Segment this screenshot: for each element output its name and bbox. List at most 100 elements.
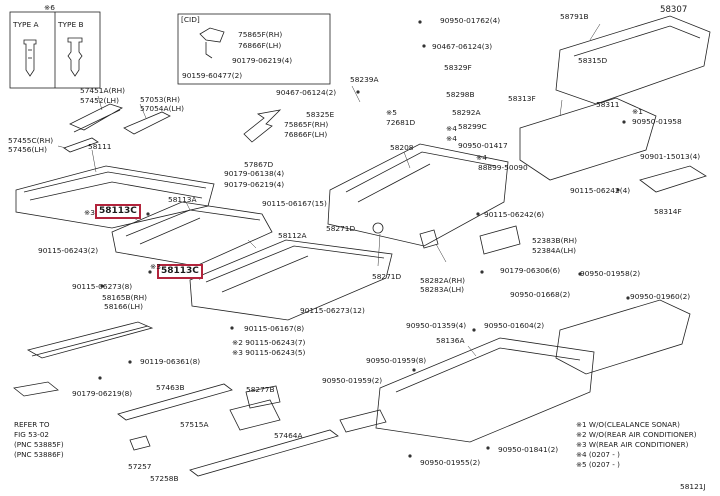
part-label: 58112A: [278, 231, 307, 240]
bracket-57257: [129, 435, 151, 451]
part-label: ※4: [446, 134, 457, 143]
tunnel-58113a: [111, 201, 273, 267]
part-label: 90179-06219(8): [72, 389, 133, 398]
part-label: 76866F(LH): [284, 130, 328, 139]
callout-58113c-lower[interactable]: 58113C: [157, 264, 203, 279]
part-label: 52384A(LH): [532, 246, 577, 255]
part-label: 90950-01359(4): [406, 321, 467, 330]
bolt-icon: [476, 212, 480, 216]
bolt-icon: [486, 446, 490, 450]
bolt-icon: [356, 90, 360, 94]
bolt-icon: [230, 326, 234, 330]
part-label: 90950-01604(2): [484, 321, 545, 330]
refer-part-icon: [13, 381, 59, 397]
bolt-icon: [422, 44, 426, 48]
part-label: 90115-06273(8): [72, 282, 133, 291]
part-label: 90950-01960(2): [630, 292, 691, 301]
rail-57053: [123, 111, 171, 135]
floor-right-lower: [555, 299, 691, 375]
part-label: 58283A(LH): [420, 285, 465, 294]
part-label: ※5: [386, 108, 397, 117]
part-label: 58314F: [654, 207, 682, 216]
part-label: 57258B: [150, 474, 179, 483]
part-label: 90179-06138(4): [224, 169, 285, 178]
part-label: 57463B: [156, 383, 185, 392]
refer-line-3: (PNC 53885F): [14, 440, 64, 449]
sill-57464a: [189, 429, 339, 477]
part-label: 58277B: [246, 385, 275, 394]
rear-floor-lower-58136a: [375, 337, 595, 443]
bolt-icon: [146, 212, 150, 216]
clip-type-a-icon: [23, 39, 37, 77]
part-label: 75865F(RH): [284, 120, 329, 129]
part-label: ※1: [632, 107, 643, 116]
part-label: 57456(LH): [8, 145, 47, 154]
part-label: 57464A: [274, 431, 303, 440]
center-floor-58112a: [189, 239, 393, 321]
part-label: 90950-01955(2): [420, 458, 481, 467]
footnote-4: ※4 (0207 - ): [576, 450, 620, 459]
part-label: 57451A(RH): [80, 86, 126, 95]
bracket-57515a: [229, 399, 281, 431]
spare-pan-58311: [519, 97, 657, 181]
part-label: 90115-06242(6): [484, 210, 545, 219]
part-label: 90950-01959(8): [366, 356, 427, 365]
footnote-2: ※2 W/O(REAR AIR CONDITIONER): [576, 430, 697, 439]
cid-part-1: 75865F(RH): [238, 30, 283, 39]
footnote-3: ※3 W(REAR AIR CONDITIONER): [576, 440, 689, 449]
part-label: 58325E: [306, 110, 335, 119]
part-label: 90950-01958: [632, 117, 682, 126]
cid-part-3: 90179-06219(4): [232, 56, 293, 65]
part-label: 58208: [390, 143, 414, 152]
inset-box-cid: [177, 13, 331, 85]
footnote-5: ※5 (0207 - ): [576, 460, 620, 469]
inset-note-mark: ※6: [44, 3, 55, 12]
part-label: 52383B(RH): [532, 236, 578, 245]
part-label: 90179-06219(4): [224, 180, 285, 189]
part-label: 58299C: [458, 122, 487, 131]
part-label: 90115-06167(8): [244, 324, 305, 333]
part-label: ※2 90115-06243(7): [232, 338, 306, 347]
part-label: 58111: [88, 142, 112, 151]
part-label: 57257: [128, 462, 152, 471]
bolt-icon: [128, 360, 132, 364]
part-label: 57455C(RH): [8, 136, 54, 145]
type-b-label: TYPE B: [58, 20, 84, 29]
cid-part-4: 90159-60477(2): [182, 71, 243, 80]
part-label: 90467-06124(2): [276, 88, 337, 97]
part-label: 58165B(RH): [102, 293, 148, 302]
bolt-icon: [100, 284, 104, 288]
bracket-52383b: [479, 225, 521, 255]
part-label: 58791B: [560, 12, 589, 21]
part-label: 57452(LH): [80, 96, 119, 105]
bolt-icon: [472, 328, 476, 332]
member-58165b: [26, 321, 154, 359]
part-label: 58282A(RH): [420, 276, 466, 285]
part-label: 90950-01959(2): [322, 376, 383, 385]
part-label: 90467-06124(3): [432, 42, 493, 51]
direction-arrow-icon: [243, 109, 282, 143]
bolt-icon: [408, 454, 412, 458]
cid-part-2: 76866F(LH): [238, 41, 282, 50]
type-a-label: TYPE A: [13, 20, 39, 29]
bracket-58277b: [245, 385, 281, 409]
part-label: ※3: [150, 262, 161, 271]
part-label: 58239A: [350, 75, 379, 84]
figure-id: 58121J: [680, 482, 706, 491]
bolt-icon: [412, 368, 416, 372]
part-label: 58313F: [508, 94, 536, 103]
part-label: 58271D: [372, 272, 402, 281]
bolt-icon: [622, 120, 626, 124]
part-label: 58315D: [578, 56, 608, 65]
plug-58271d-icon: [372, 222, 384, 234]
part-label: 58136A: [436, 336, 465, 345]
sill-57463b: [117, 383, 233, 421]
part-label: 90950-01958(2): [580, 269, 641, 278]
callout-58113c-upper[interactable]: 58113C: [95, 204, 141, 219]
extension-58314f: [639, 165, 707, 193]
bolt-icon: [480, 270, 484, 274]
part-label: 90179-06306(6): [500, 266, 561, 275]
part-label: 58292A: [452, 108, 481, 117]
part-label: 90950-01668(2): [510, 290, 571, 299]
part-label: 90115-06167(15): [262, 199, 327, 208]
